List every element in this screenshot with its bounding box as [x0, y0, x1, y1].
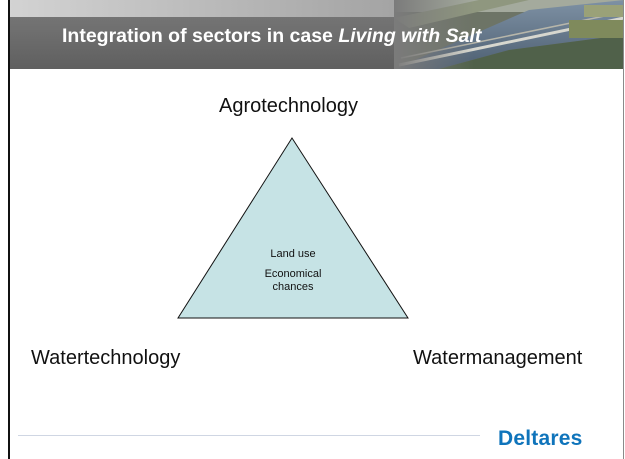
triangle-svg	[177, 137, 409, 319]
footer-divider	[18, 435, 480, 436]
center-text-line2: Economical chances	[264, 268, 322, 293]
title-bar: Integration of sectors in case Living wi…	[9, 0, 624, 69]
slide-title-main: Integration of sectors in case	[62, 25, 339, 47]
deltares-logo: Deltares	[498, 427, 583, 450]
vertex-label-top: Agrotechnology	[219, 95, 358, 117]
triangle-diagram	[175, 135, 411, 321]
vertex-label-right: Watermanagement	[413, 347, 583, 369]
slide-title-emphasis: Living with Salt	[338, 25, 482, 47]
center-text-line1: Land use	[270, 248, 316, 260]
triangle-center-text: Land use Economical chances	[245, 248, 341, 294]
vertex-label-left: Watertechnology	[31, 347, 181, 369]
triangle-shape	[177, 137, 409, 319]
slide-title: Integration of sectors in case Living wi…	[62, 24, 481, 48]
header-photo-banner	[9, 0, 624, 69]
